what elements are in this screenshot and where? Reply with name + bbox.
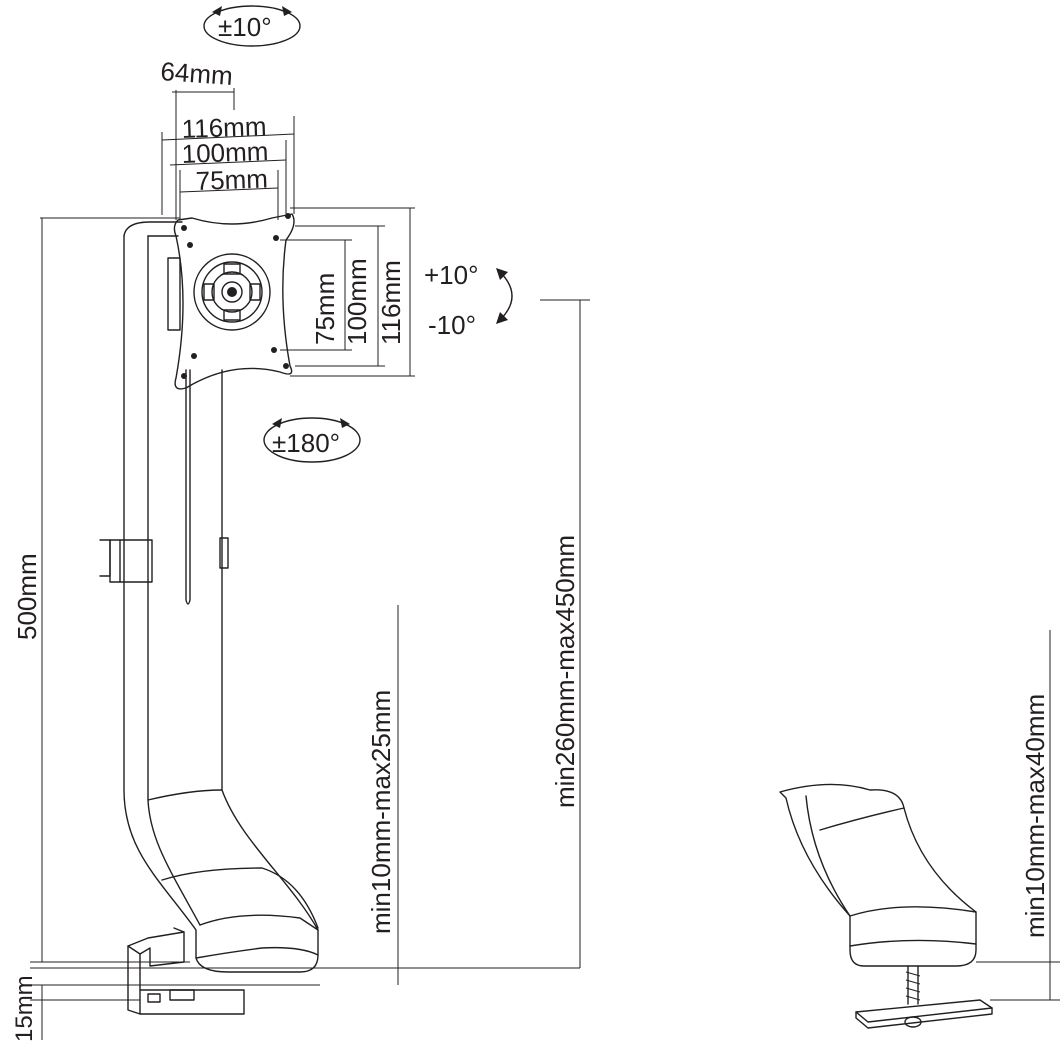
label-vesa-w-100: 100mm (181, 136, 269, 169)
rotation-arc (499, 271, 513, 321)
c-clamp (127, 927, 245, 1015)
dimension-labels: ±10° 64mm 116mm 100mm 75mm 75mm 100mm 11… (11, 12, 1050, 1042)
pole-stand (99, 221, 319, 973)
label-tilt-top: ±10° (218, 12, 272, 42)
label-vesa-h-116: 116mm (376, 260, 406, 345)
label-height-total: 500mm (12, 553, 42, 640)
label-vesa-h-75: 75mm (310, 273, 340, 345)
grommet-base (779, 783, 993, 1029)
label-desk-thickness: min10mm-max25mm (366, 690, 396, 934)
label-vesa-h-100: 100mm (342, 258, 372, 345)
label-offset-64: 64mm (160, 56, 234, 91)
vesa-plate (173, 213, 295, 390)
rotation-indicators (203, 5, 513, 463)
label-grommet-thickness: min10mm-max40mm (1020, 694, 1050, 938)
label-rot-minus: -10° (428, 310, 476, 340)
label-vesa-w-75: 75mm (195, 163, 268, 196)
label-rot-plus: +10° (424, 260, 479, 290)
label-swivel: ±180° (272, 428, 340, 458)
label-vesa-w-116: 116mm (181, 111, 267, 144)
dimension-lines (30, 88, 1060, 1040)
label-adjust-range: min260mm-max450mm (550, 535, 580, 808)
swivel-indicator (263, 417, 361, 463)
tilt-indicator (203, 5, 301, 47)
label-base-offset: 15mm (11, 975, 38, 1042)
